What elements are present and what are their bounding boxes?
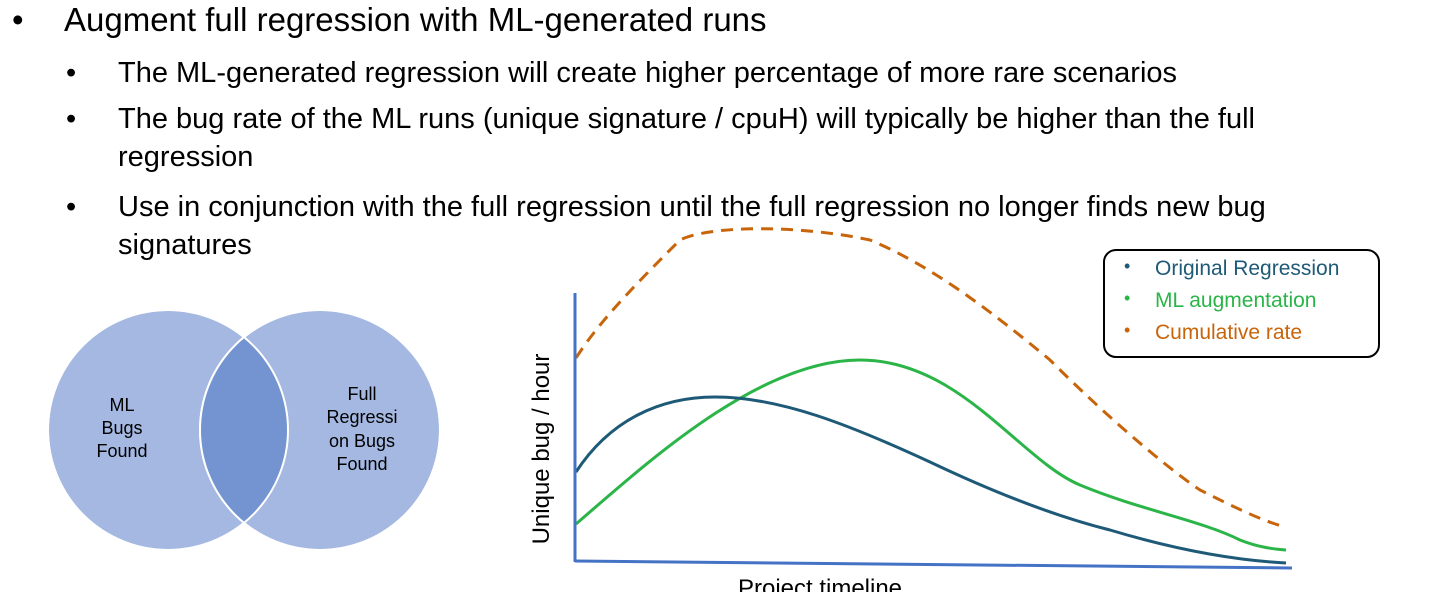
sub-bullet-2-text: The bug rate of the ML runs (unique sign… [118, 103, 1255, 173]
venn-right-label-1: Full [347, 384, 376, 404]
x-axis [574, 559, 1293, 570]
bullet-main: • Augment full regression with ML-genera… [12, 0, 767, 40]
legend-bullet-3: • [1124, 320, 1130, 340]
sub-bullet-3-text: Use in conjunction with the full regress… [118, 191, 1266, 261]
venn-left-label-1: ML [109, 395, 134, 415]
bullet-dot: • [66, 103, 77, 135]
sub-bullet-1-text: The ML-generated regression will create … [118, 57, 1178, 89]
sub-bullet-1: • The ML-generated regression will creat… [66, 54, 1178, 92]
bullet-dot: • [66, 57, 77, 89]
venn-right-label-2: Regressi [326, 407, 397, 427]
curve-chart: Unique bug / hour Project timeline • Ori… [528, 227, 1380, 592]
ml-augmentation-curve [575, 358, 1287, 552]
venn-overlap [200, 310, 288, 550]
venn-right-label-4: Found [336, 454, 387, 474]
y-axis-label: Unique bug / hour [528, 354, 555, 545]
bullet-dot: • [12, 1, 24, 38]
sub-bullet-3: • Use in conjunction with the full regre… [66, 188, 1350, 264]
legend-label-ml: ML augmentation [1155, 289, 1317, 312]
legend-box [1103, 249, 1380, 358]
legend-bullet-1: • [1124, 256, 1130, 276]
legend-bullet-2: • [1124, 288, 1130, 308]
legend-label-cumulative: Cumulative rate [1155, 321, 1302, 344]
venn-right-label-3: on Bugs [329, 431, 395, 451]
x-axis-label: Project timeline [738, 575, 902, 592]
original-regression-curve [574, 395, 1287, 565]
sub-bullet-2: • The bug rate of the ML runs (unique si… [66, 100, 1350, 176]
legend-label-original: Original Regression [1155, 257, 1339, 280]
venn-left-label-2: Bugs [101, 418, 142, 438]
bullet-dot: • [66, 191, 77, 223]
bullet-main-text: Augment full regression with ML-generate… [64, 1, 767, 38]
cumulative-rate-curve [574, 227, 1283, 528]
venn-diagram: ML Bugs Found Full Regressi on Bugs Foun… [47, 309, 441, 551]
venn-left-label-3: Found [96, 441, 147, 461]
